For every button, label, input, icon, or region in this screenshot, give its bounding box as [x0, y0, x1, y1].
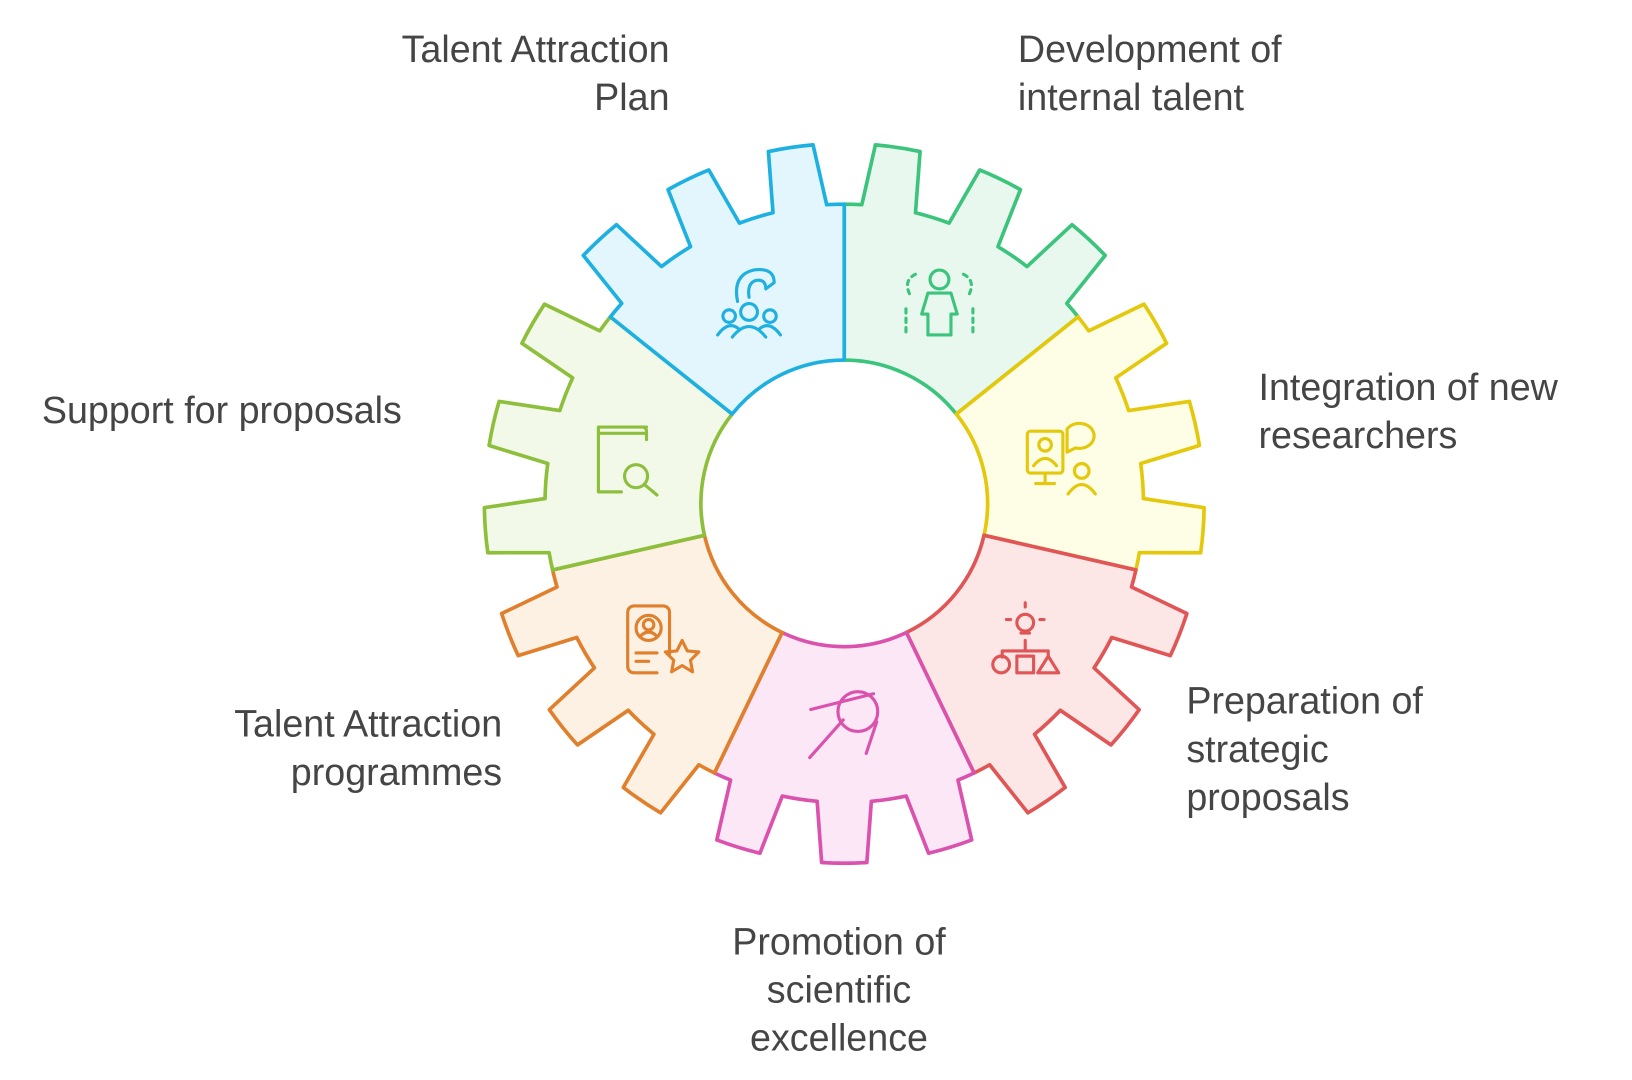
- gear-segment-integration: [954, 302, 1206, 572]
- group-magnet-icon: [716, 268, 783, 339]
- certificate-star-icon: [626, 604, 701, 675]
- gear-segment-support: [482, 302, 735, 572]
- label-support: Support for proposals: [42, 389, 402, 431]
- book-search-icon: [596, 425, 659, 497]
- presentation-chat-icon: [1025, 421, 1097, 496]
- gear: [482, 143, 1206, 866]
- gear-segment-plan: [581, 143, 847, 416]
- gear-segment-promotion: [712, 630, 976, 866]
- idea-shapes-icon: [991, 601, 1061, 675]
- people-dashed-icon: [904, 268, 975, 337]
- satellite-icon: [808, 690, 880, 760]
